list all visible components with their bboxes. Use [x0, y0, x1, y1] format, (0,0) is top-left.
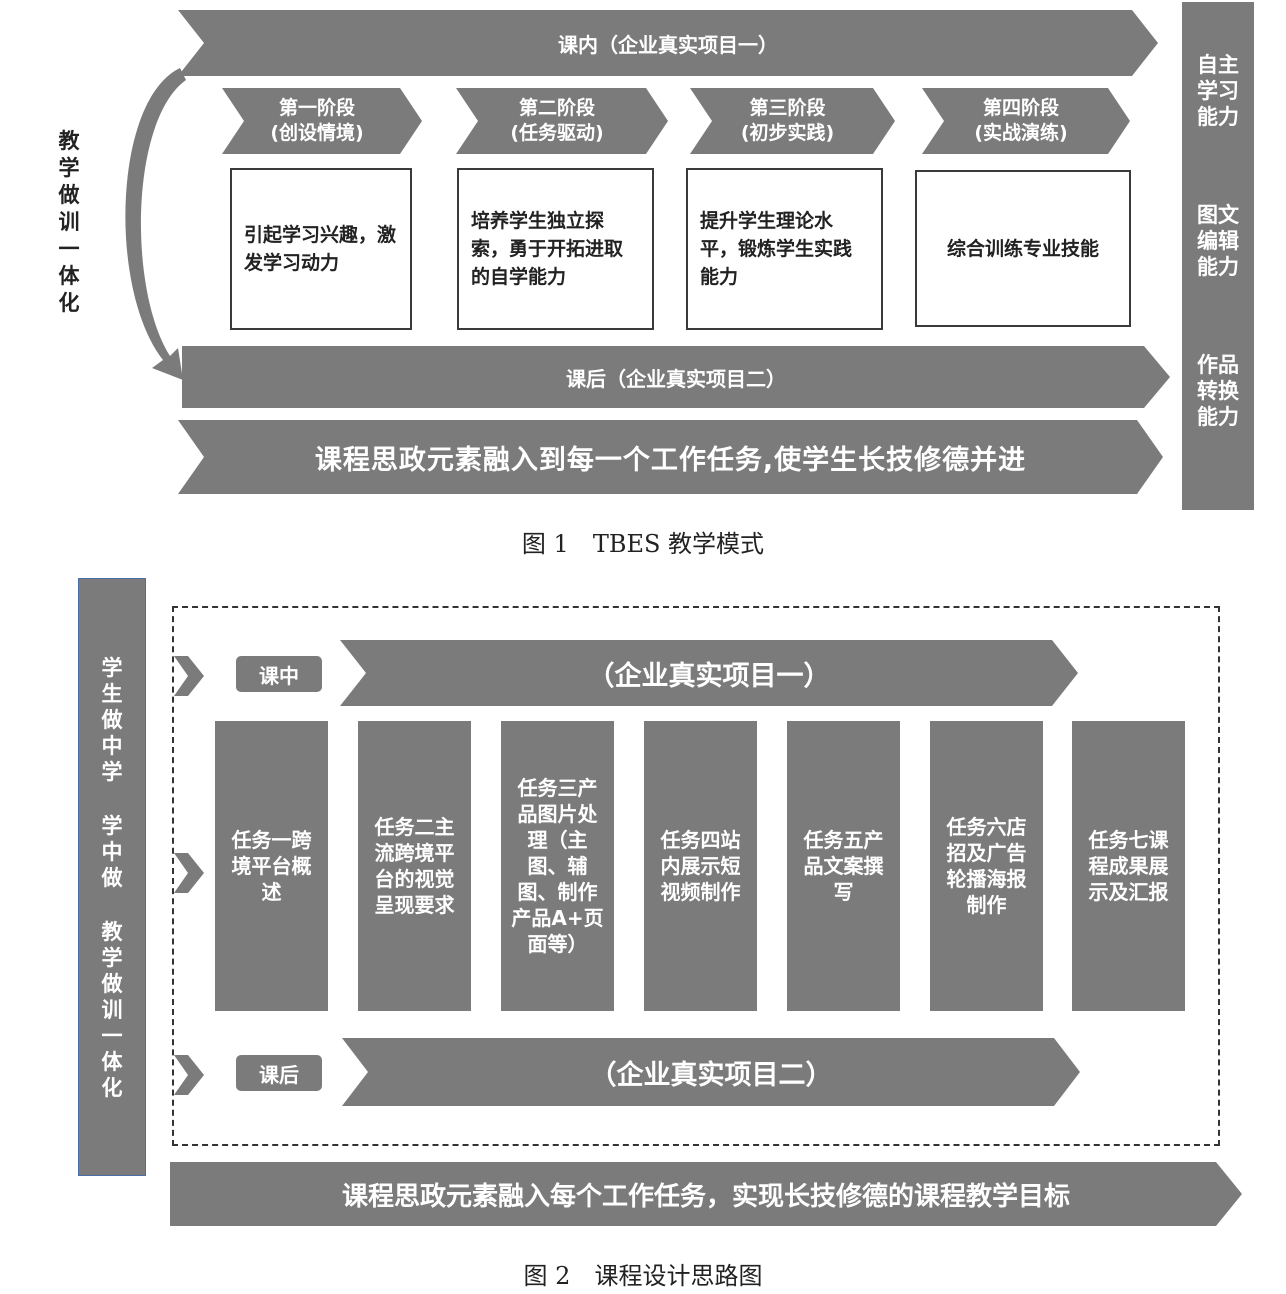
ideology-arrow: 课程思政元素融入到每一个工作任务,使学生长技修德并进	[178, 420, 1163, 494]
ideology-arrow-label: 课程思政元素融入到每一个工作任务,使学生长技修德并进	[314, 444, 1027, 476]
stage-2-arrow: 第二阶段 (任务驱动)	[456, 88, 668, 154]
chevron-right-icon	[174, 853, 204, 893]
stage-1-name: 第一阶段	[278, 97, 355, 119]
figure2-ideology-arrow: 课程思政元素融入每个工作任务，实现长技修德的课程教学目标	[170, 1162, 1242, 1226]
stage-2-sub: (任务驱动)	[510, 122, 604, 144]
stage-3-box: 提升学生理论水平，锻炼学生实践能力	[686, 168, 883, 330]
figure2-ideology-label: 课程思政元素融入每个工作任务，实现长技修德的课程教学目标	[341, 1181, 1070, 1212]
stage-4-box: 综合训练专业技能	[915, 170, 1131, 327]
chevron-right-icon	[174, 656, 204, 696]
side-label-learn-by-doing: 学生做中学	[101, 656, 123, 784]
abilities-bar: 自主学习能力 图文编辑能力 作品转换能力	[1182, 2, 1254, 510]
stage-2-box: 培养学生独立探索，勇于开拓进取的自学能力	[457, 168, 654, 330]
task-2: 任务二主流跨境平台的视觉呈现要求	[358, 721, 471, 1011]
in-class-project-arrow: （企业真实项目一）	[340, 640, 1078, 706]
ability-self-learning: 自主学习能力	[1197, 53, 1239, 129]
ability-work-conversion: 作品转换能力	[1197, 353, 1239, 429]
in-class-arrow-label: 课内（企业真实项目一）	[558, 32, 778, 57]
ability-image-text-editing: 图文编辑能力	[1197, 203, 1239, 279]
stage-1-sub: (创设情境)	[270, 122, 364, 144]
after-class-project-label: （企业真实项目二）	[589, 1059, 833, 1091]
curved-arrow-icon	[125, 68, 186, 380]
chevron-right-icon	[174, 1055, 204, 1095]
figure2-side-bar: 学生做中学 学中做 教学做训一体化	[78, 578, 146, 1176]
stage-4-arrow: 第四阶段 (实战演练)	[922, 88, 1130, 154]
after-class-arrow: 课后（企业真实项目二）	[182, 346, 1170, 408]
task-3: 任务三产品图片处理（主图、辅图、制作产品A+页面等）	[501, 721, 614, 1011]
task-6: 任务六店招及广告轮播海报制作	[930, 721, 1043, 1011]
stage-3-desc: 提升学生理论水平，锻炼学生实践能力	[700, 210, 853, 288]
task-7: 任务七课程成果展示及汇报	[1072, 721, 1185, 1011]
after-class-tag: 课后	[236, 1055, 322, 1091]
in-class-arrow: 课内（企业真实项目一）	[178, 10, 1158, 76]
side-label-integration: 教学做训一体化	[101, 920, 123, 1100]
stage-4-name: 第四阶段	[982, 97, 1059, 119]
stage-3-sub: (初步实践)	[740, 122, 835, 144]
in-class-tag: 课中	[236, 656, 322, 692]
figure1-caption: 图 1 TBES 教学模式	[521, 530, 765, 558]
stage-1-arrow: 第一阶段 (创设情境)	[222, 88, 422, 154]
task-5: 任务五产品文案撰写	[787, 721, 900, 1011]
stage-4-sub: (实战演练)	[974, 122, 1068, 144]
in-class-project-label: （企业真实项目一）	[587, 660, 831, 692]
figure2-caption: 图 2 课程设计思路图	[523, 1262, 763, 1290]
stage-2-desc: 培养学生独立探索，勇于开拓进取的自学能力	[471, 210, 624, 288]
stage-1-desc: 引起学习兴趣，激发学习动力	[244, 224, 397, 274]
stage-3-name: 第三阶段	[749, 97, 826, 119]
after-class-project-arrow: （企业真实项目二）	[342, 1038, 1080, 1106]
after-class-arrow-label: 课后（企业真实项目二）	[566, 366, 786, 391]
stage-1-box: 引起学习兴趣，激发学习动力	[230, 168, 412, 330]
stage-3-arrow: 第三阶段 (初步实践)	[690, 88, 895, 154]
stage-4-desc: 综合训练专业技能	[946, 237, 1099, 260]
dashed-frame	[172, 606, 1220, 1146]
side-label-do-while-learning: 学中做	[101, 814, 123, 890]
task-1: 任务一跨境平台概述	[215, 721, 328, 1011]
task-4: 任务四站内展示短视频制作	[644, 721, 757, 1011]
stage-2-name: 第二阶段	[518, 97, 595, 119]
integration-side-label: 教学做训一体化	[58, 129, 80, 315]
